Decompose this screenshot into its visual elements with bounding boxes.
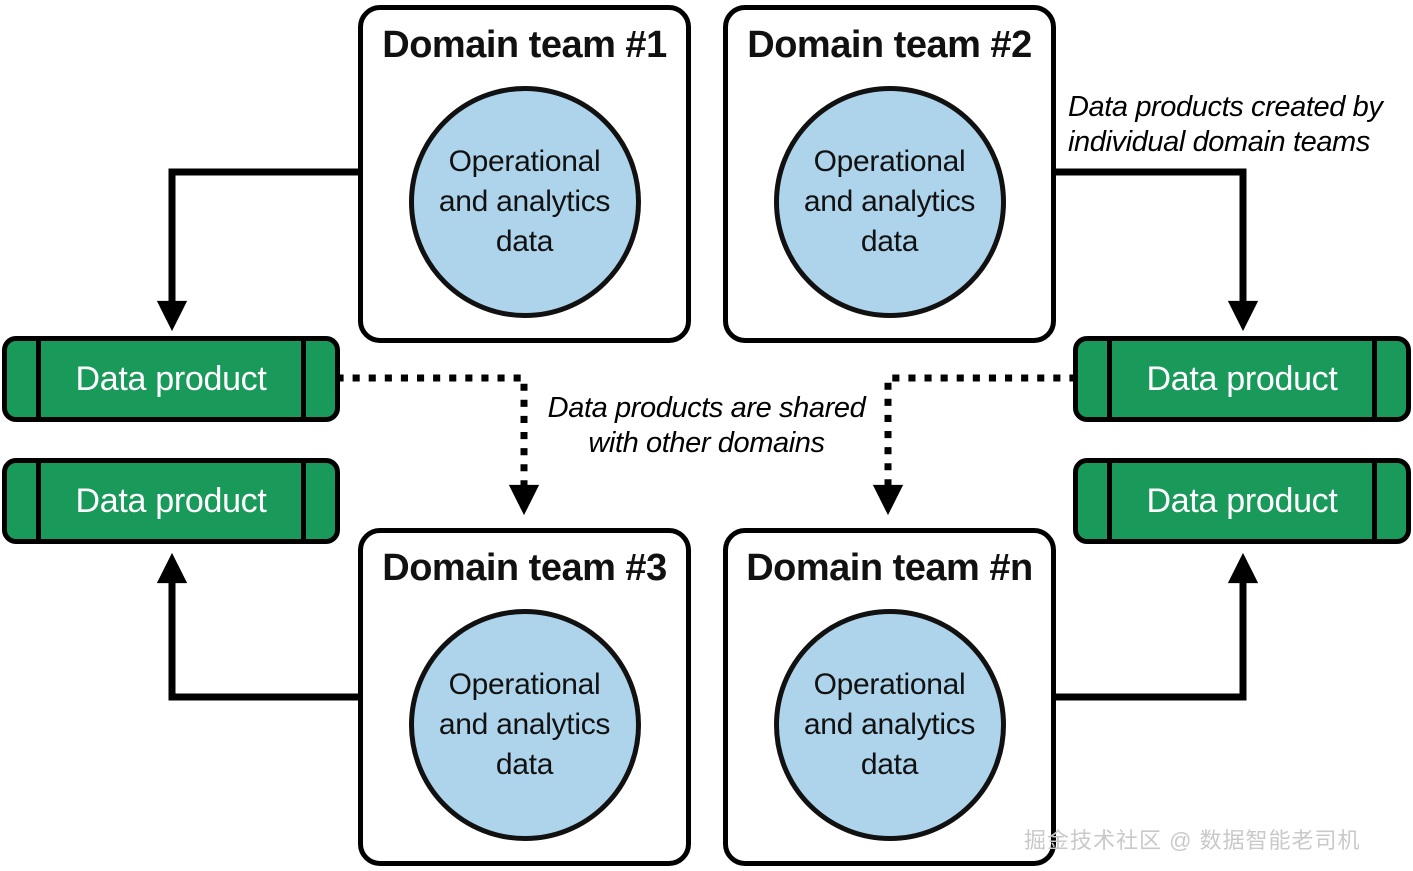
data-product-label-bottom-left: Data product — [75, 481, 267, 520]
edge-team3-to-dp-bottom-left — [156, 552, 360, 701]
data-product-divider-left — [36, 336, 41, 422]
annotation-created-by-line1: Data products created by — [1068, 91, 1383, 123]
edge-teamn-to-dp-bottom-right — [1053, 552, 1259, 701]
operational-data-label-2: Operational and analytics data — [803, 145, 976, 258]
annotation-shared-with: Data products are shared with other doma… — [534, 391, 879, 462]
operational-data-circle-3: Operational and analytics data — [408, 609, 641, 841]
edge-team2-to-dp-top-right — [1053, 168, 1259, 332]
domain-team-card-2[interactable]: Domain team #2 Operational and analytics… — [723, 5, 1056, 343]
data-product-label-top-left: Data product — [75, 359, 267, 398]
data-product-divider-left — [1107, 336, 1112, 422]
data-product-top-right[interactable]: Data product — [1073, 336, 1411, 422]
annotation-created-by-line2: individual domain teams — [1068, 126, 1370, 159]
annotation-created-by: Data products created by individual doma… — [1068, 90, 1413, 161]
data-product-top-left[interactable]: Data product — [2, 336, 340, 422]
data-product-divider-left — [36, 458, 41, 544]
data-product-divider-right — [301, 458, 306, 544]
domain-team-title-1: Domain team #1 — [382, 24, 667, 66]
watermark: 掘金技术社区 @ 数据智能老司机 — [1024, 828, 1361, 853]
domain-team-card-3[interactable]: Domain team #3 Operational and analytics… — [358, 528, 691, 866]
domain-team-card-n[interactable]: Domain team #n Operational and analytics… — [723, 528, 1056, 866]
operational-data-label-1: Operational and analytics data — [438, 145, 611, 258]
data-product-divider-left — [1107, 458, 1112, 544]
data-product-divider-right — [1372, 458, 1377, 544]
edge-dp-top-right-to-teamn — [872, 374, 1077, 516]
data-product-label-top-right: Data product — [1146, 359, 1338, 398]
domain-team-card-1[interactable]: Domain team #1 Operational and analytics… — [358, 5, 691, 343]
domain-team-title-2: Domain team #2 — [747, 24, 1032, 66]
operational-data-circle-1: Operational and analytics data — [408, 86, 641, 318]
operational-data-circle-2: Operational and analytics data — [773, 86, 1006, 318]
data-product-divider-right — [301, 336, 306, 422]
data-product-label-bottom-right: Data product — [1146, 481, 1338, 520]
annotation-shared-with-line2: with other domains — [588, 427, 825, 460]
data-product-divider-right — [1372, 336, 1377, 422]
operational-data-circle-n: Operational and analytics data — [773, 609, 1006, 841]
edge-team1-to-dp-top-left — [156, 168, 360, 332]
data-product-bottom-right[interactable]: Data product — [1073, 458, 1411, 544]
annotation-shared-with-line1: Data products are shared — [547, 392, 866, 424]
operational-data-label-3: Operational and analytics data — [438, 668, 611, 781]
data-product-bottom-left[interactable]: Data product — [2, 458, 340, 544]
edge-dp-top-left-to-team3 — [336, 374, 540, 516]
domain-team-title-n: Domain team #n — [746, 547, 1033, 589]
operational-data-label-n: Operational and analytics data — [803, 668, 976, 781]
domain-team-title-3: Domain team #3 — [382, 547, 667, 589]
